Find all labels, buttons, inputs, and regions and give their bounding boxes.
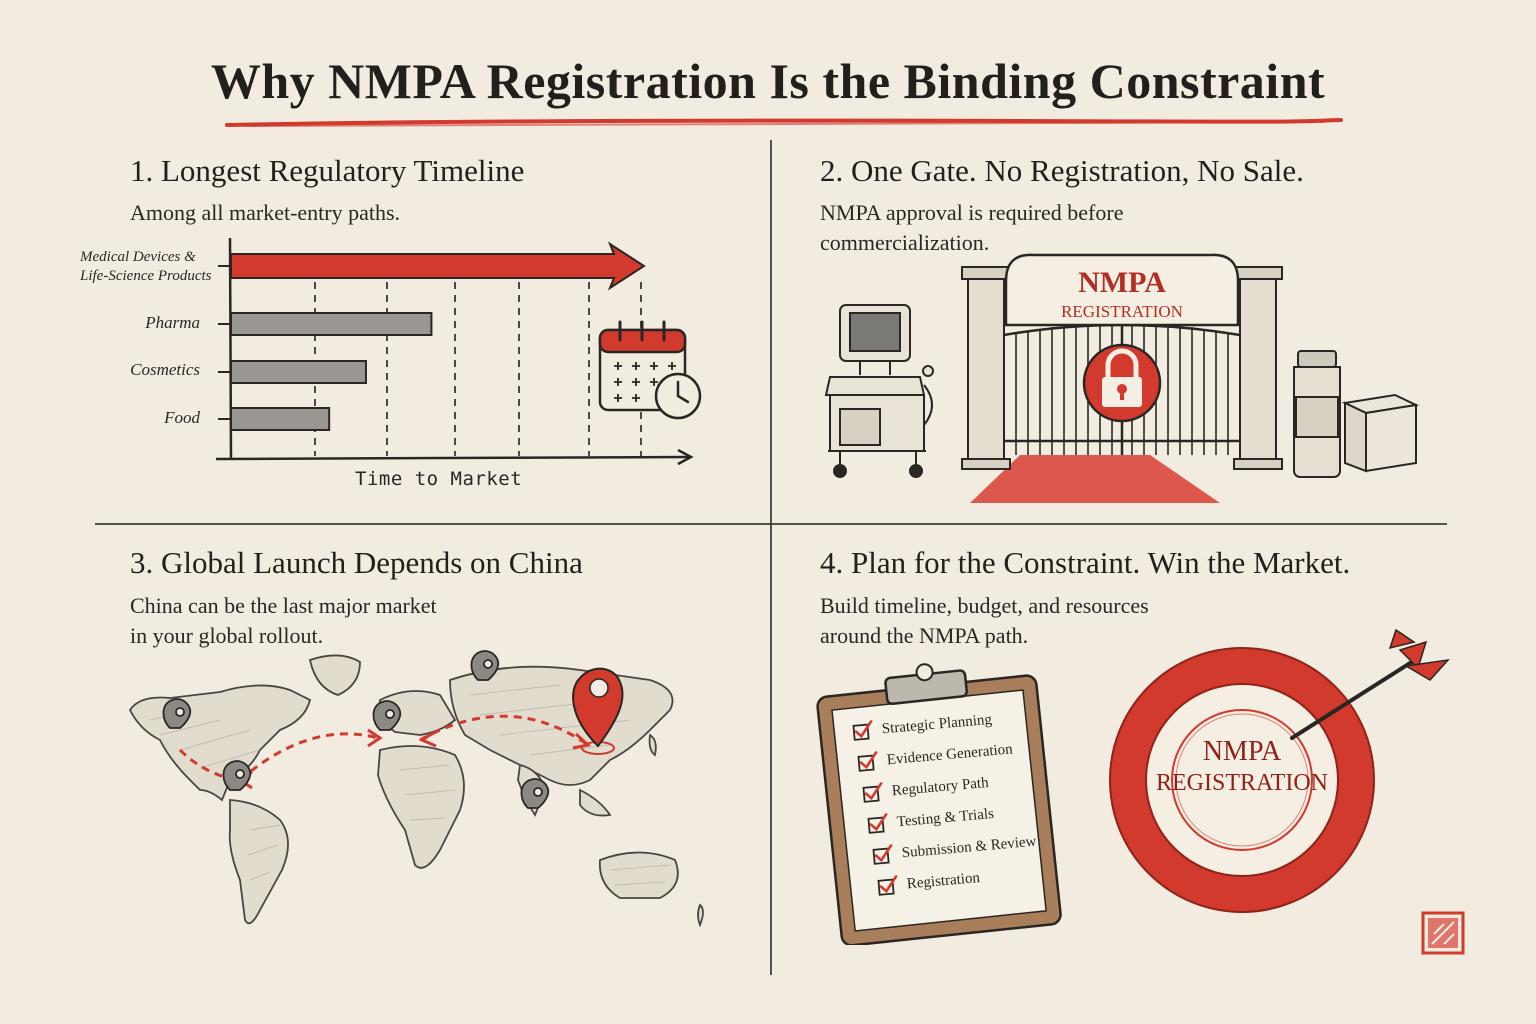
checklist-item: Evidence Generation — [856, 739, 1013, 773]
gate-illustration: NMPA REGISTRATION — [824, 253, 1420, 503]
checklist-item: Strategic Planning — [851, 710, 993, 742]
gate-sign: NMPA REGISTRATION — [1004, 253, 1240, 327]
category-label-pharma: Pharma — [145, 313, 200, 332]
panel3-subtitle-line-2: in your global rollout. — [130, 623, 324, 648]
medicine-bottle-icon — [1293, 350, 1341, 478]
category-label-food: Food — [164, 408, 200, 427]
route-europe-to-china — [419, 714, 589, 747]
panel2-heading: 2. One Gate. No Registration, No Sale. — [820, 153, 1304, 188]
calendar-clock-icon — [598, 320, 702, 420]
gate-sign-subtitle: REGISTRATION — [1061, 302, 1183, 321]
bar-pharma — [230, 312, 433, 336]
checklist-item: Testing & Trials — [866, 804, 995, 835]
panel4-subtitle: Build timeline, budget, and resources ar… — [820, 591, 1149, 651]
checklist-item: Submission & Review — [871, 832, 1037, 866]
red-carpet — [970, 455, 1220, 503]
checkbox-icon — [867, 813, 888, 834]
checklist-item: Registration — [876, 868, 981, 897]
bar-medical-devices — [230, 241, 646, 291]
checkbox-icon — [857, 751, 878, 772]
target-icon: NMPA REGISTRATION — [1109, 628, 1450, 913]
clipboard-icon — [816, 663, 1062, 945]
x-axis — [215, 455, 691, 461]
category-label-medical-devices: Medical Devices & Life-Science Products — [80, 249, 212, 284]
divider-vertical — [770, 140, 772, 975]
gate-sign-title: NMPA — [1078, 266, 1166, 299]
checkbox-icon — [862, 782, 883, 803]
checkbox-icon — [852, 720, 873, 741]
gate-pillar-right — [1233, 266, 1283, 470]
panel4-subtitle-line-1: Build timeline, budget, and resources — [820, 593, 1149, 618]
category-label-cosmetics: Cosmetics — [130, 360, 200, 379]
checklist-item: Regulatory Path — [861, 773, 989, 804]
checkbox-icon — [877, 875, 898, 896]
panel3-subtitle-line-1: China can be the last major market — [130, 593, 437, 618]
panel2-subtitle-line-1: NMPA approval is required before — [820, 200, 1124, 225]
target-label-line-2: REGISTRATION — [1156, 770, 1328, 796]
panel2-subtitle-line-2: commercialization. — [820, 230, 990, 255]
title-underline — [225, 118, 1343, 127]
panel4-subtitle-line-2: around the NMPA path. — [820, 623, 1029, 648]
panel2-subtitle: NMPA approval is required before commerc… — [820, 198, 1123, 258]
divider-horizontal — [95, 523, 1447, 525]
seal-icon — [1421, 911, 1465, 955]
timeline-chart-plot — [215, 237, 702, 466]
panel3-subtitle: China can be the last major market in yo… — [130, 591, 437, 651]
gate-pillar-left — [961, 266, 1011, 470]
page-title: Why NMPA Registration Is the Binding Con… — [210, 53, 1326, 109]
panel1-subtitle: Among all market-entry paths. — [130, 200, 401, 225]
china-pin-icon — [572, 667, 624, 755]
x-axis-label: Time to Market — [355, 468, 523, 490]
checkbox-icon — [872, 844, 893, 865]
ultrasound-machine-icon — [824, 304, 934, 478]
world-map-icon — [128, 650, 704, 928]
panel4-heading: 4. Plan for the Constraint. Win the Mark… — [820, 545, 1351, 580]
route-latam-to-europe — [239, 732, 379, 782]
panel3-heading: 3. Global Launch Depends on China — [130, 545, 583, 580]
x-axis-arrowhead — [677, 448, 694, 466]
padlock-icon — [1082, 343, 1162, 423]
route-us-to-latam — [178, 748, 229, 780]
arrow-icon — [1290, 628, 1450, 740]
panel1-heading: 1. Longest Regulatory Timeline — [130, 153, 525, 188]
bar-cosmetics — [230, 360, 367, 384]
target-label-line-1: NMPA — [1203, 736, 1282, 767]
box-icon — [1341, 393, 1420, 473]
location-pin-icon — [162, 650, 550, 809]
bar-food — [230, 407, 331, 431]
